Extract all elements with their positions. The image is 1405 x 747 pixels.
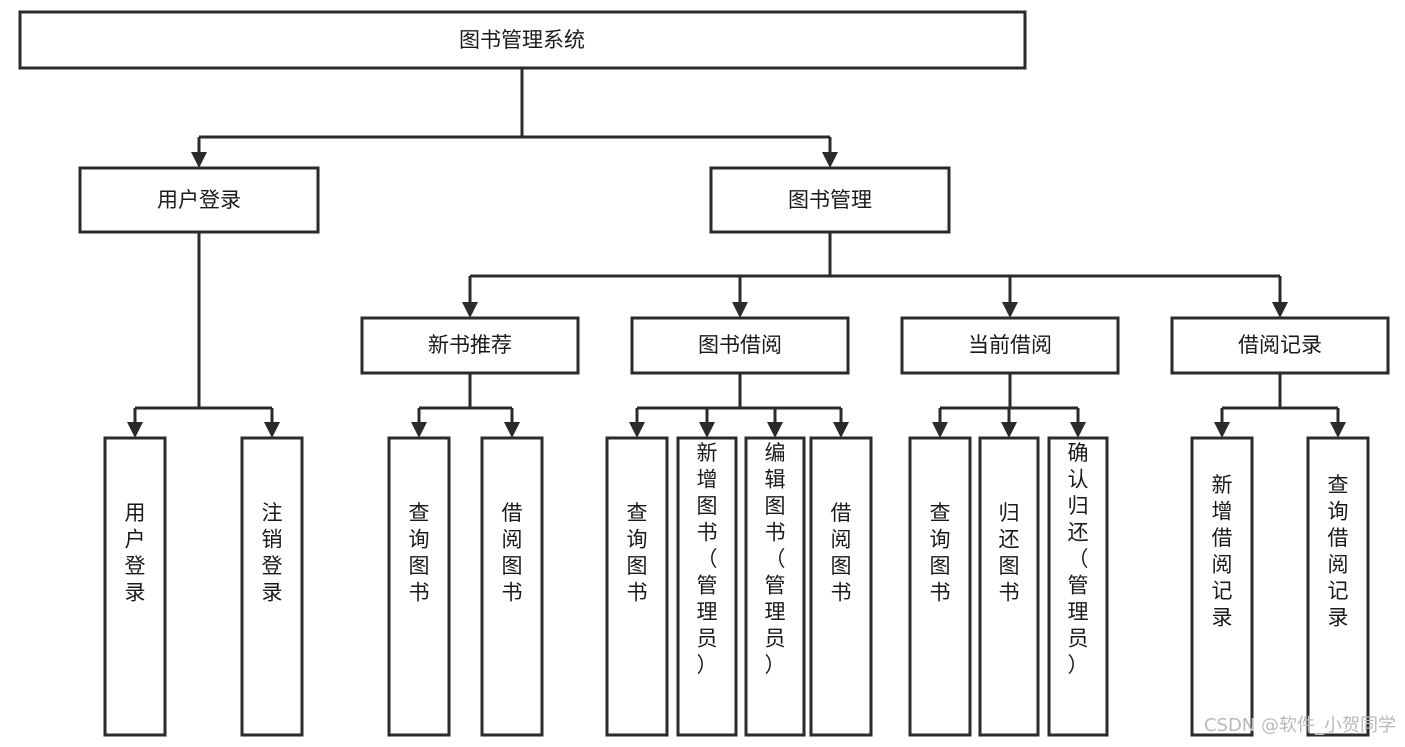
arrow-head-current-borrow	[1002, 302, 1018, 318]
node-root-box[interactable]	[18, 10, 1027, 70]
node-leaf-add-borrow-record-box[interactable]	[1190, 436, 1254, 737]
arrow-head-leaf-borrow-book-2	[833, 422, 849, 438]
arrow-head-leaf-logout-login	[264, 422, 280, 438]
node-leaf-logout-login-box[interactable]	[240, 436, 304, 737]
node-leaf-add-borrow-record[interactable]: 新增借阅记录	[1190, 436, 1254, 737]
node-new-book-recommend-box[interactable]	[360, 316, 580, 375]
connector-group-current-borrow	[932, 373, 1086, 438]
connector-group-borrow-record	[1214, 373, 1346, 438]
connector-group-book-borrow	[629, 373, 849, 438]
connector-group-root	[191, 68, 838, 168]
node-borrow-record[interactable]: 借阅记录	[1170, 316, 1390, 375]
arrow-head-leaf-query-book-1	[411, 422, 427, 438]
arrow-head-leaf-add-book-admin	[699, 422, 715, 438]
node-leaf-user-login-box[interactable]	[103, 436, 167, 737]
node-leaf-logout-login-label: 注销登录	[262, 501, 283, 605]
node-leaf-return-book-label: 归还图书	[999, 501, 1020, 605]
node-new-book-recommend[interactable]: 新书推荐	[360, 316, 580, 375]
node-user-login-box[interactable]	[78, 166, 320, 234]
node-new-book-recommend-label: 新书推荐	[428, 333, 512, 357]
arrow-head-leaf-query-book-3	[932, 422, 948, 438]
node-leaf-add-book-admin-label: 新增图书（管理员）	[697, 441, 718, 677]
node-leaf-query-book-1-label: 查询图书	[409, 501, 430, 605]
arrow-head-leaf-borrow-book-1	[504, 422, 520, 438]
node-leaf-query-book-2-label: 查询图书	[627, 501, 648, 605]
node-book-management-box[interactable]	[709, 166, 951, 234]
arrow-head-book-borrow	[732, 302, 748, 318]
arrow-head-book-management	[822, 152, 838, 168]
connector-group-new-book-recommend	[411, 373, 520, 438]
node-leaf-query-book-3-box[interactable]	[908, 436, 972, 737]
node-leaf-edit-book-admin-box[interactable]	[744, 436, 806, 737]
arrow-head-new-book-recommend	[462, 302, 478, 318]
node-leaf-confirm-return-admin[interactable]: 确认归还（管理员）	[1047, 436, 1109, 737]
node-leaf-query-borrow-record[interactable]: 查询借阅记录	[1306, 436, 1370, 737]
arrow-head-leaf-add-borrow-record	[1214, 422, 1230, 438]
node-leaf-query-borrow-record-box[interactable]	[1306, 436, 1370, 737]
node-leaf-query-book-2[interactable]: 查询图书	[605, 436, 669, 737]
node-borrow-record-box[interactable]	[1170, 316, 1390, 375]
node-leaf-borrow-book-2[interactable]: 借阅图书	[809, 436, 873, 737]
node-leaf-borrow-book-1-box[interactable]	[480, 436, 544, 737]
node-user-login[interactable]: 用户登录	[78, 166, 320, 234]
node-current-borrow-box[interactable]	[900, 316, 1120, 375]
node-root[interactable]: 图书管理系统	[18, 10, 1027, 70]
node-book-borrow-box[interactable]	[630, 316, 850, 375]
node-leaf-query-book-1-box[interactable]	[387, 436, 451, 737]
arrow-head-leaf-edit-book-admin	[767, 422, 783, 438]
node-book-borrow[interactable]: 图书借阅	[630, 316, 850, 375]
node-root-label: 图书管理系统	[459, 28, 585, 52]
arrow-head-leaf-user-login	[127, 422, 143, 438]
node-leaf-confirm-return-admin-box[interactable]	[1047, 436, 1109, 737]
csdn-watermark: CSDN @软件_小贺同学	[1204, 715, 1396, 736]
node-leaf-query-book-3[interactable]: 查询图书	[908, 436, 972, 737]
node-leaf-logout-login[interactable]: 注销登录	[240, 436, 304, 737]
node-leaf-query-borrow-record-label: 查询借阅记录	[1328, 473, 1349, 630]
node-current-borrow[interactable]: 当前借阅	[900, 316, 1120, 375]
node-leaf-confirm-return-admin-label: 确认归还（管理员）	[1068, 441, 1089, 677]
arrow-head-borrow-record	[1272, 302, 1288, 318]
node-borrow-record-label: 借阅记录	[1238, 333, 1322, 357]
arrow-head-user-login	[191, 152, 207, 168]
node-leaf-user-login-label: 用户登录	[125, 501, 146, 605]
node-leaf-add-borrow-record-label: 新增借阅记录	[1212, 473, 1233, 630]
node-leaf-borrow-book-2-label: 借阅图书	[831, 501, 852, 605]
node-book-management-label: 图书管理	[788, 188, 872, 212]
node-leaf-borrow-book-1[interactable]: 借阅图书	[480, 436, 544, 737]
node-leaf-query-book-3-label: 查询图书	[930, 501, 951, 605]
node-book-management[interactable]: 图书管理	[709, 166, 951, 234]
node-book-borrow-label: 图书借阅	[698, 333, 782, 357]
connector-group-user-login	[127, 232, 280, 438]
node-leaf-query-book-1[interactable]: 查询图书	[387, 436, 451, 737]
node-leaf-user-login[interactable]: 用户登录	[103, 436, 167, 737]
node-leaf-return-book[interactable]: 归还图书	[978, 436, 1040, 737]
node-leaf-add-book-admin-box[interactable]	[676, 436, 738, 737]
arrow-head-leaf-query-book-2	[629, 422, 645, 438]
arrow-head-leaf-return-book	[1001, 422, 1017, 438]
connector-group-book-management	[462, 232, 1288, 318]
node-current-borrow-label: 当前借阅	[968, 333, 1052, 357]
node-leaf-edit-book-admin[interactable]: 编辑图书（管理员）	[744, 436, 806, 737]
arrow-head-leaf-confirm-return-admin	[1070, 422, 1086, 438]
node-leaf-query-book-2-box[interactable]	[605, 436, 669, 737]
node-user-login-label: 用户登录	[157, 188, 241, 212]
node-leaf-borrow-book-1-label: 借阅图书	[502, 501, 523, 605]
node-leaf-add-book-admin[interactable]: 新增图书（管理员）	[676, 436, 738, 737]
node-leaf-borrow-book-2-box[interactable]	[809, 436, 873, 737]
node-leaf-return-book-box[interactable]	[978, 436, 1040, 737]
arrow-head-leaf-query-borrow-record	[1330, 422, 1346, 438]
node-leaf-edit-book-admin-label: 编辑图书（管理员）	[765, 441, 786, 677]
